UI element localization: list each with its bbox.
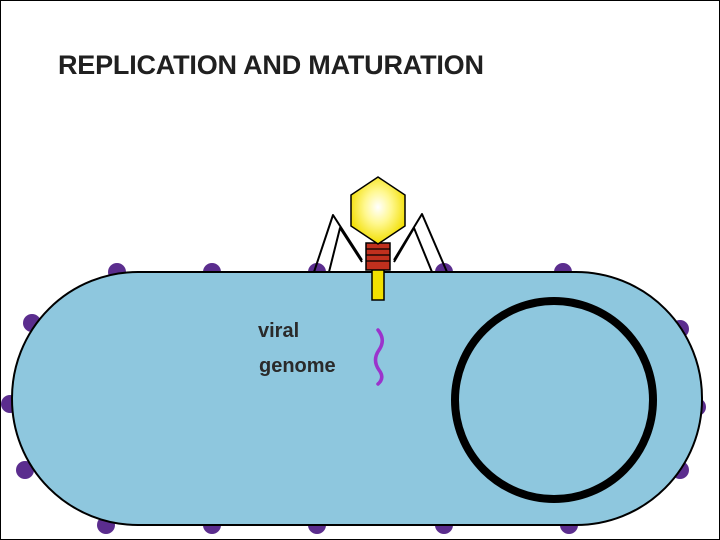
phage-tail-core [371,267,385,301]
viral-genome-strand [373,328,384,386]
phage-tail-fibers [313,213,448,273]
phage-head-capsid [350,176,406,245]
slide-title: REPLICATION AND MATURATION [58,50,484,80]
bacterial-chromosome [451,297,657,503]
bacteriophage [313,176,448,301]
bacterial-cell [11,271,703,526]
label-genome: genome [259,355,336,377]
surface-receptor [16,461,34,479]
label-viral: viral [258,320,300,342]
phage-tail-sheath [365,242,391,271]
